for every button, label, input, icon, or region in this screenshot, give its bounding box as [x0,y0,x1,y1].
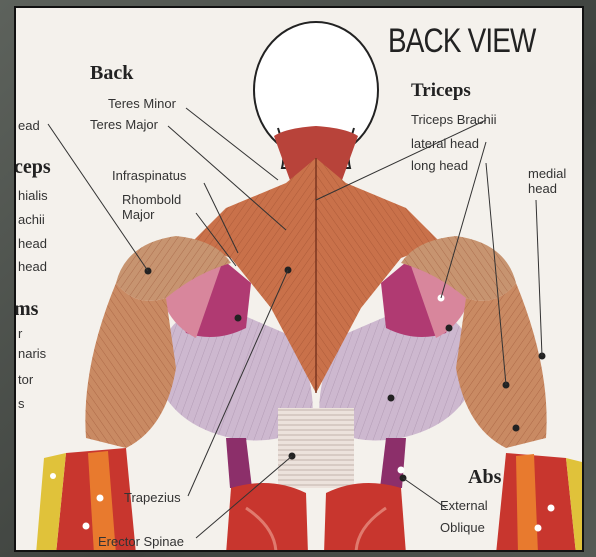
label-oblique: Oblique [440,520,485,535]
fragment-label: s [18,396,25,411]
fragment-label: tor [18,372,33,387]
label-rhomboid-major: Major [122,207,155,222]
label-teres-major: Teres Major [90,117,158,132]
label-lateral-head: lateral head [411,136,479,151]
gluteus-right [324,483,406,552]
header-fragment-triceps: ceps [14,156,51,179]
fragment-label: ead [18,118,40,133]
triceps-right-fibers [456,283,547,448]
fragment-label: head [18,236,47,251]
anatomy-plate: BACK VIEW Back Triceps Abs ceps ms Teres… [14,6,584,552]
header-back: Back [90,62,133,85]
label-medial-head: head [528,181,557,196]
fragment-label: hialis [18,188,48,203]
label-trapezius: Trapezius [124,490,181,505]
gluteus-left [226,483,308,552]
label-long-head: long head [411,158,468,173]
fragment-label: achii [18,212,45,227]
header-abs: Abs [468,466,501,489]
label-medial: medial [528,166,566,181]
fragment-label: head [18,259,47,274]
page-title: BACK VIEW [388,22,536,61]
header-fragment-arms: ms [14,298,38,321]
header-triceps: Triceps [411,80,471,102]
label-rhomboid: Rhombold [122,192,181,207]
label-external: External [440,498,488,513]
label-erector-spinae: Erector Spinae [98,534,184,549]
label-infraspinatus: Infraspinatus [112,168,186,183]
erector-left [226,438,252,488]
label-triceps-brachii: Triceps Brachii [411,112,496,127]
fragment-label: naris [18,346,46,361]
triceps-left-fibers [85,283,176,448]
label-teres-minor: Teres Minor [108,96,176,111]
fragment-label: r [18,326,22,341]
